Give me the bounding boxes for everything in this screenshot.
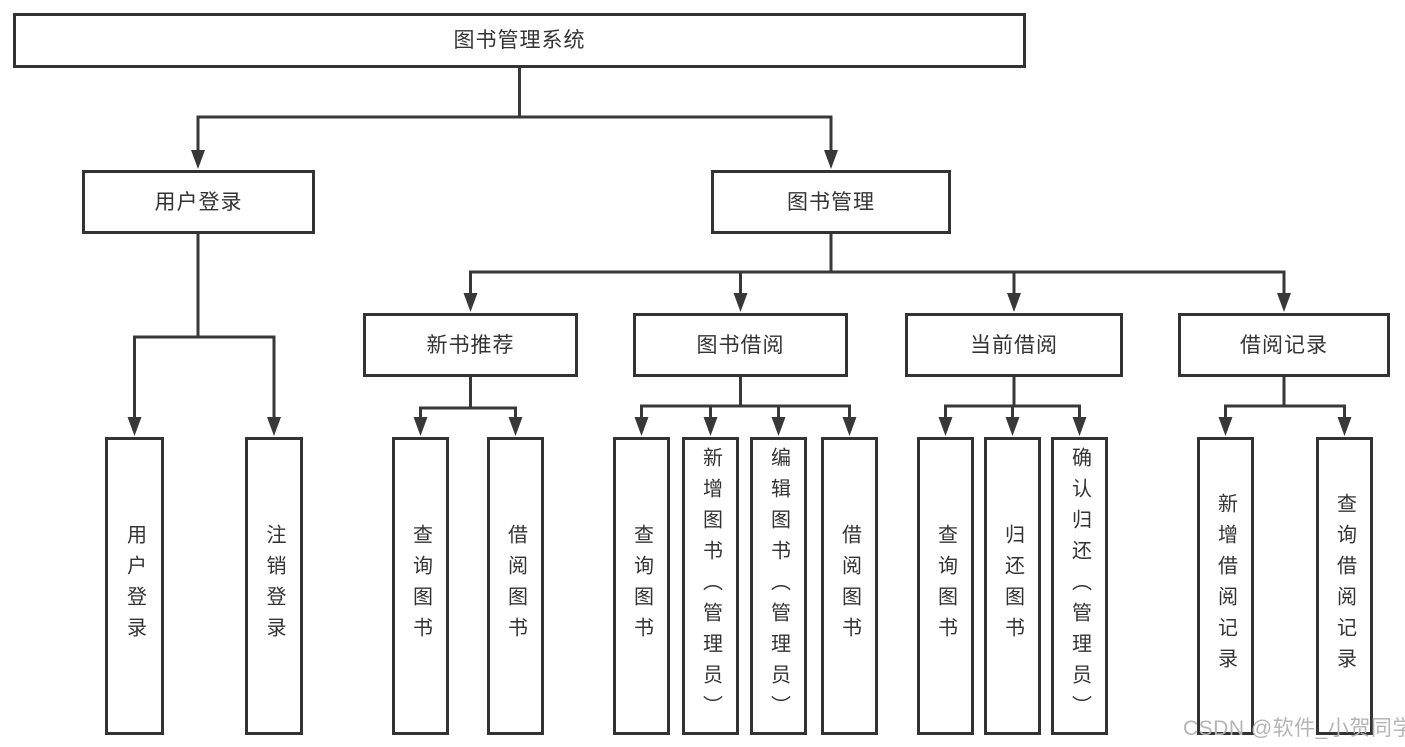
connector-current-borrow-to-leaves [938,375,1087,436]
arrowhead-icon [1005,417,1020,436]
arrowhead-icon [1007,293,1021,312]
leaf-cb-confirm-return-admin: 确认归还（管理员） [1051,437,1108,735]
leaf-logout: 注销登录 [245,437,303,735]
connector-book-mgmt-to-level3 [463,232,1291,312]
node-new-book-recommendation: 新书推荐 [363,313,578,377]
leaf-bb-borrow-books: 借阅图书 [821,437,878,735]
arrowhead-icon [463,293,478,312]
arrowhead-icon [824,150,838,169]
arrowhead-icon [938,417,953,436]
leaf-bb-edit-books-admin: 编辑图书（管理员） [750,437,807,735]
leaf-br-query-record: 查询借阅记录 [1316,437,1373,735]
arrowhead-icon [771,417,786,436]
arrowhead-icon [703,417,718,436]
arrowhead-icon [1072,417,1087,436]
leaf-cb-query-books: 查询图书 [917,437,974,735]
connector-borrow-record-to-leaves [1218,375,1352,436]
arrowhead-icon [191,150,205,169]
csdn-watermark: CSDN @软件_小贺同学 [1183,717,1405,740]
arrowhead-icon [1218,417,1233,436]
node-borrowing-records: 借阅记录 [1178,313,1390,377]
node-current-borrowing: 当前借阅 [905,313,1123,377]
connector-user-login-to-leaves [127,232,281,436]
leaf-user-login: 用户登录 [105,437,164,735]
arrowhead-icon [508,417,523,436]
arrowhead-icon [413,417,428,436]
connector-book-borrow-to-leaves [634,375,857,436]
leaf-bb-add-books-admin: 新增图书（管理员） [682,437,739,735]
arrowhead-icon [733,293,748,312]
arrowhead-icon [842,417,857,436]
arrowhead-icon [267,417,281,436]
leaf-rec-query-books: 查询图书 [392,437,449,735]
leaf-bb-query-books: 查询图书 [613,437,670,735]
arrowhead-icon [634,417,649,436]
node-book-management: 图书管理 [711,170,951,234]
leaf-cb-return-books: 归还图书 [984,437,1041,735]
leaf-br-add-record: 新增借阅记录 [1197,437,1254,735]
arrowhead-icon [127,417,142,436]
node-user-login: 用户登录 [82,170,315,234]
node-book-borrowing: 图书借阅 [633,313,848,377]
connector-new-book-rec-to-leaves [413,375,523,436]
connector-root-to-level2 [191,66,838,169]
arrowhead-icon [1337,417,1352,436]
leaf-rec-borrow-books: 借阅图书 [487,437,544,735]
arrowhead-icon [1277,293,1291,312]
node-root: 图书管理系统 [13,13,1026,68]
